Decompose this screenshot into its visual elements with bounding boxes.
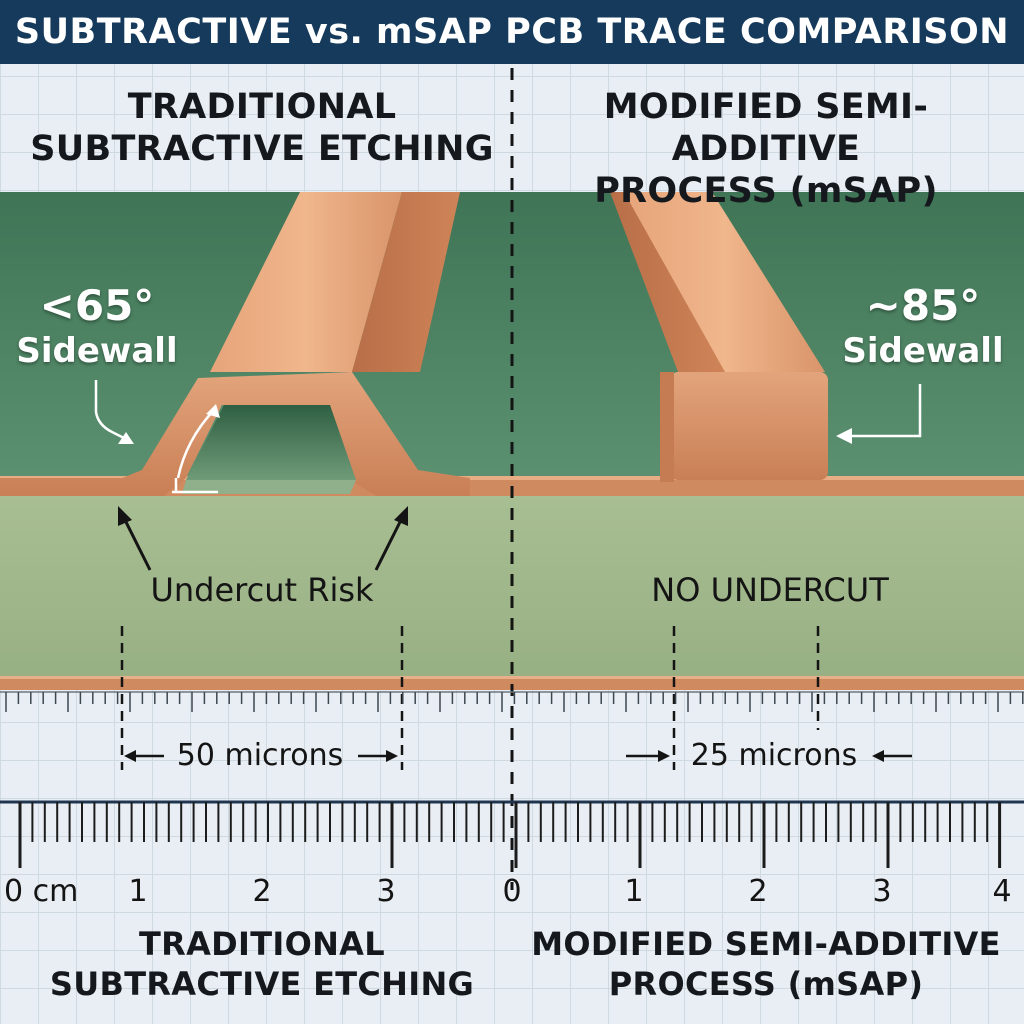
left-heading-line-1: TRADITIONAL (127, 87, 397, 127)
right-angle-value: ~85° (865, 281, 981, 330)
subtractive-trace (0, 192, 470, 496)
ruler-tick-label: 1 (624, 874, 644, 909)
right-sidewall-text: Sidewall (842, 331, 1004, 371)
ruler-tick-label: 1 (128, 874, 148, 909)
left-footer-line-1: TRADITIONAL (139, 925, 385, 963)
ruler-tick-label: 0 cm (4, 874, 79, 909)
undercut-risk-label: Undercut Risk (150, 571, 374, 609)
left-sidewall-text: Sidewall (16, 331, 178, 371)
right-footer: MODIFIED SEMI-ADDITIVE PROCESS (mSAP) (516, 924, 1016, 1004)
left-footer: TRADITIONAL SUBTRACTIVE ETCHING (12, 924, 512, 1004)
title-bar: SUBTRACTIVE vs. mSAP PCB TRACE COMPARISO… (0, 0, 1024, 64)
left-sidewall-label: <65° Sidewall (4, 282, 190, 372)
right-footer-line-1: MODIFIED SEMI-ADDITIVE (531, 925, 1001, 963)
micro-ruler-ticks (5, 692, 1024, 712)
right-footer-line-2: PROCESS (mSAP) (608, 965, 924, 1003)
ruler-tick-label: 2 (748, 874, 768, 909)
left-angle-value: <65° (39, 281, 155, 330)
right-heading-line-1: MODIFIED SEMI-ADDITIVE (603, 87, 929, 169)
right-heading-line-2: PROCESS (mSAP) (594, 171, 938, 211)
ruler-tick-label: 0 (502, 874, 522, 909)
right-width-label: 25 microns (690, 738, 858, 773)
left-width-label: 50 microns (176, 738, 344, 773)
ruler-tick-label: 4 (992, 874, 1012, 909)
msap-trace (610, 192, 828, 482)
left-footer-line-2: SUBTRACTIVE ETCHING (49, 965, 475, 1003)
copper-foil-bottom (0, 676, 1024, 690)
ruler-tick-label: 3 (376, 874, 396, 909)
ruler-tick-label: 3 (872, 874, 892, 909)
main-ruler-ticks (18, 802, 1002, 868)
left-heading: TRADITIONAL SUBTRACTIVE ETCHING (12, 86, 512, 170)
no-undercut-label: NO UNDERCUT (651, 571, 889, 609)
page-title: SUBTRACTIVE vs. mSAP PCB TRACE COMPARISO… (14, 12, 1010, 52)
left-heading-line-2: SUBTRACTIVE ETCHING (30, 129, 494, 169)
right-heading: MODIFIED SEMI-ADDITIVE PROCESS (mSAP) (516, 86, 1016, 212)
ruler-tick-label: 2 (252, 874, 272, 909)
right-sidewall-label: ~85° Sidewall (828, 282, 1018, 372)
